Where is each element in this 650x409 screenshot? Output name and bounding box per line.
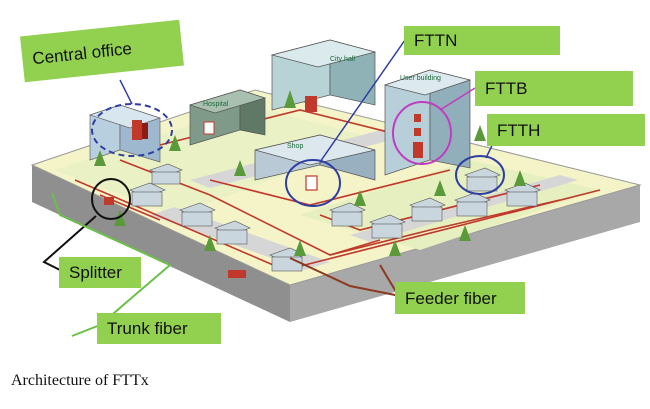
label-fttn: FTTN <box>404 26 560 55</box>
fttn-leader <box>319 39 406 163</box>
city-hall-label: City hall <box>330 56 355 63</box>
trunk-fiber-leader <box>51 192 172 337</box>
city-hall-building: City hall <box>270 39 377 112</box>
fttn-cabinet <box>305 175 318 191</box>
figure-caption: Architecture of FTTx <box>11 372 149 389</box>
fttb-highlight <box>392 101 452 165</box>
trees <box>94 90 526 256</box>
trunk-splice-box <box>228 270 246 278</box>
fttx-diagram: Hospital City hall Shop User building <box>30 39 642 337</box>
splitter-box <box>104 197 114 205</box>
splitter-leader <box>42 215 97 271</box>
hospital-building: Hospital <box>188 89 267 146</box>
label-fttb: FTTB <box>475 71 633 106</box>
ground-base-right <box>290 185 640 322</box>
central-office-leader <box>119 79 133 105</box>
feeder-fiber-leader <box>289 257 401 297</box>
fttn-highlight <box>285 159 341 207</box>
shop-label: Shop <box>287 143 303 150</box>
label-splitter: Splitter <box>59 257 141 288</box>
fttb-leader <box>439 87 476 111</box>
central-office-highlight <box>91 103 173 157</box>
hospital-label: Hospital <box>203 101 229 108</box>
label-ftth: FTTH <box>487 114 645 146</box>
houses-left <box>129 163 306 272</box>
ftth-highlight <box>455 155 505 195</box>
label-feeder-fiber: Feeder fiber <box>395 282 525 314</box>
central-office-building <box>88 104 162 163</box>
splitter-highlight <box>91 178 131 220</box>
ground-base-left <box>32 165 290 322</box>
user-building-label: User building <box>400 75 441 82</box>
shop-building: Shop <box>254 134 376 181</box>
houses-right <box>329 167 541 239</box>
user-building: User building <box>383 69 472 176</box>
label-trunk-fiber: Trunk fiber <box>97 313 221 344</box>
